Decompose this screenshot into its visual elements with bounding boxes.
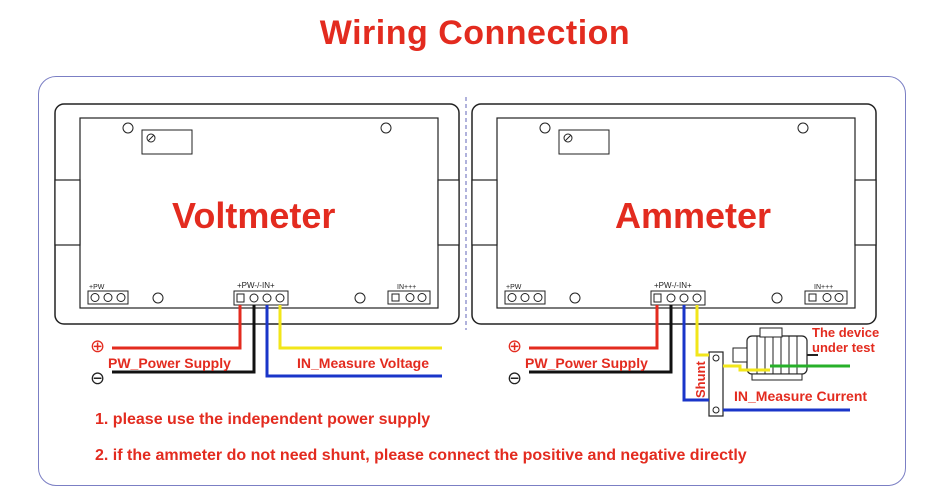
voltmeter-side-clip-right [437,179,460,246]
shunt-screw [712,354,720,362]
main-terminal-label: +PW-/-IN+ [654,281,692,290]
wire-device-positive [723,364,770,372]
device-label-line1: The device [812,325,879,340]
wire-power-positive [529,305,659,350]
minus-icon: ⊖ [90,368,105,389]
main-terminal-block [233,290,289,306]
ammeter-side-clip-left [471,179,498,246]
main-terminal-block [650,290,706,306]
screw-slot [147,134,155,142]
power-supply-label: PW_Power Supply [525,355,648,371]
ammeter-case-inner [496,117,856,309]
mount-hole [380,122,392,134]
measure-voltage-label: IN_Measure Voltage [297,355,429,371]
note-shunt: 2. if the ammeter do not need shunt, ple… [95,447,747,464]
terminal-screw [116,293,126,302]
right-terminal-label: IN+++ [397,284,416,291]
terminal-pw-minus [249,293,259,303]
terminal-screw [417,293,427,302]
mount-hole [569,292,581,304]
wire-power-positive [112,305,242,350]
shunt-label: Shunt [693,361,708,398]
plus-icon: ⊕ [90,336,105,357]
screw-slot [564,134,572,142]
terminal-in-plus [275,293,285,303]
terminal-screw [533,293,543,302]
note-independent-power: 1. please use the independent power supp… [95,411,431,428]
terminal-pw-plus [236,293,245,303]
ammeter-side-clip-right [854,179,877,246]
screw-icon [563,133,573,143]
mount-hole [539,122,551,134]
terminal-pw-plus [653,293,662,303]
wire-measure-positive [278,305,442,350]
right-terminal-label: IN+++ [814,284,833,291]
main-terminal-label: +PW-/-IN+ [237,281,275,290]
terminal-screw [834,293,844,302]
shunt [708,351,724,417]
mount-hole [122,122,134,134]
shunt-screw [712,406,720,414]
measure-current-label: IN_Measure Current [734,388,867,404]
terminal-square [808,293,817,302]
terminal-screw [520,293,530,302]
mount-hole [771,292,783,304]
left-terminal-block [504,290,546,305]
voltmeter-title: Voltmeter [172,195,335,236]
terminal-in-plus [692,293,702,303]
terminal-screw [90,293,100,302]
mount-hole [354,292,366,304]
wire-power-negative [112,305,256,374]
motor-icon [732,327,818,381]
voltmeter-panel: Voltmeter +PW +PW-/-IN+ IN+++ ⊕ ⊖ PW_Pow… [54,103,460,389]
mount-hole [152,292,164,304]
left-terminal-label: +PW [89,284,105,291]
terminal-screw [405,293,415,302]
terminal-in-minus [679,293,689,303]
ammeter-title: Ammeter [615,195,771,236]
ammeter-panel: Ammeter +PW +PW-/-IN+ IN+++ Shunt [471,103,879,417]
left-terminal-block [87,290,129,305]
voltmeter-side-clip-left [54,179,81,246]
minus-icon: ⊖ [507,368,522,389]
wire-measure-positive [695,305,709,357]
wire-measure-negative [682,305,709,402]
screw-icon [146,133,156,143]
page-title: Wiring Connection [319,14,631,52]
diagram-frame [38,76,906,486]
power-supply-label: PW_Power Supply [108,355,231,371]
plus-icon: ⊕ [507,336,522,357]
device-label-line2: under test [812,340,876,355]
mount-hole [797,122,809,134]
wire-power-negative [529,305,673,374]
terminal-square [391,293,400,302]
left-terminal-label: +PW [506,284,522,291]
terminal-in-minus [262,293,272,303]
terminal-pw-minus [666,293,676,303]
terminal-screw [103,293,113,302]
terminal-screw [507,293,517,302]
terminal-screw [822,293,832,302]
wire-measure-negative [265,305,442,378]
